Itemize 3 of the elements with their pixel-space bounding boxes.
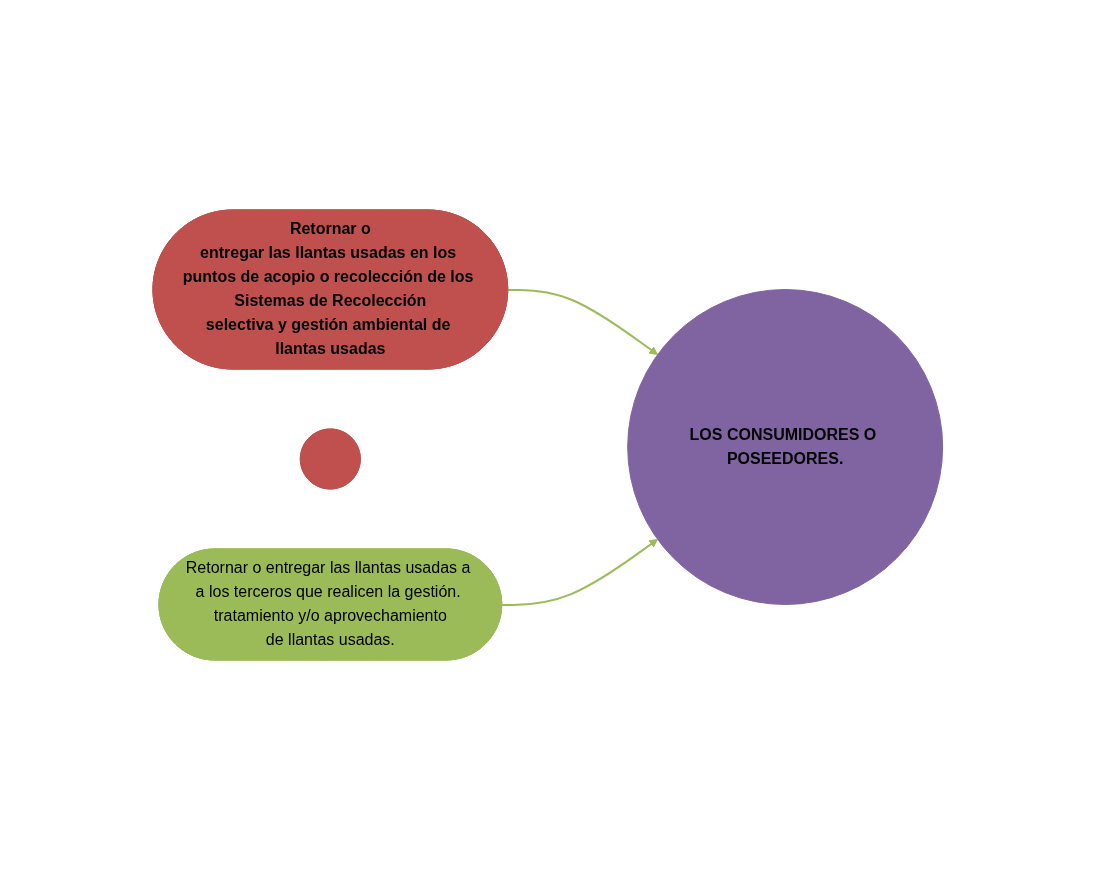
node-circle: LOS CONSUMIDORES O POSEEDORES. [627, 288, 944, 605]
arrow [507, 288, 659, 355]
arrow [501, 538, 659, 606]
